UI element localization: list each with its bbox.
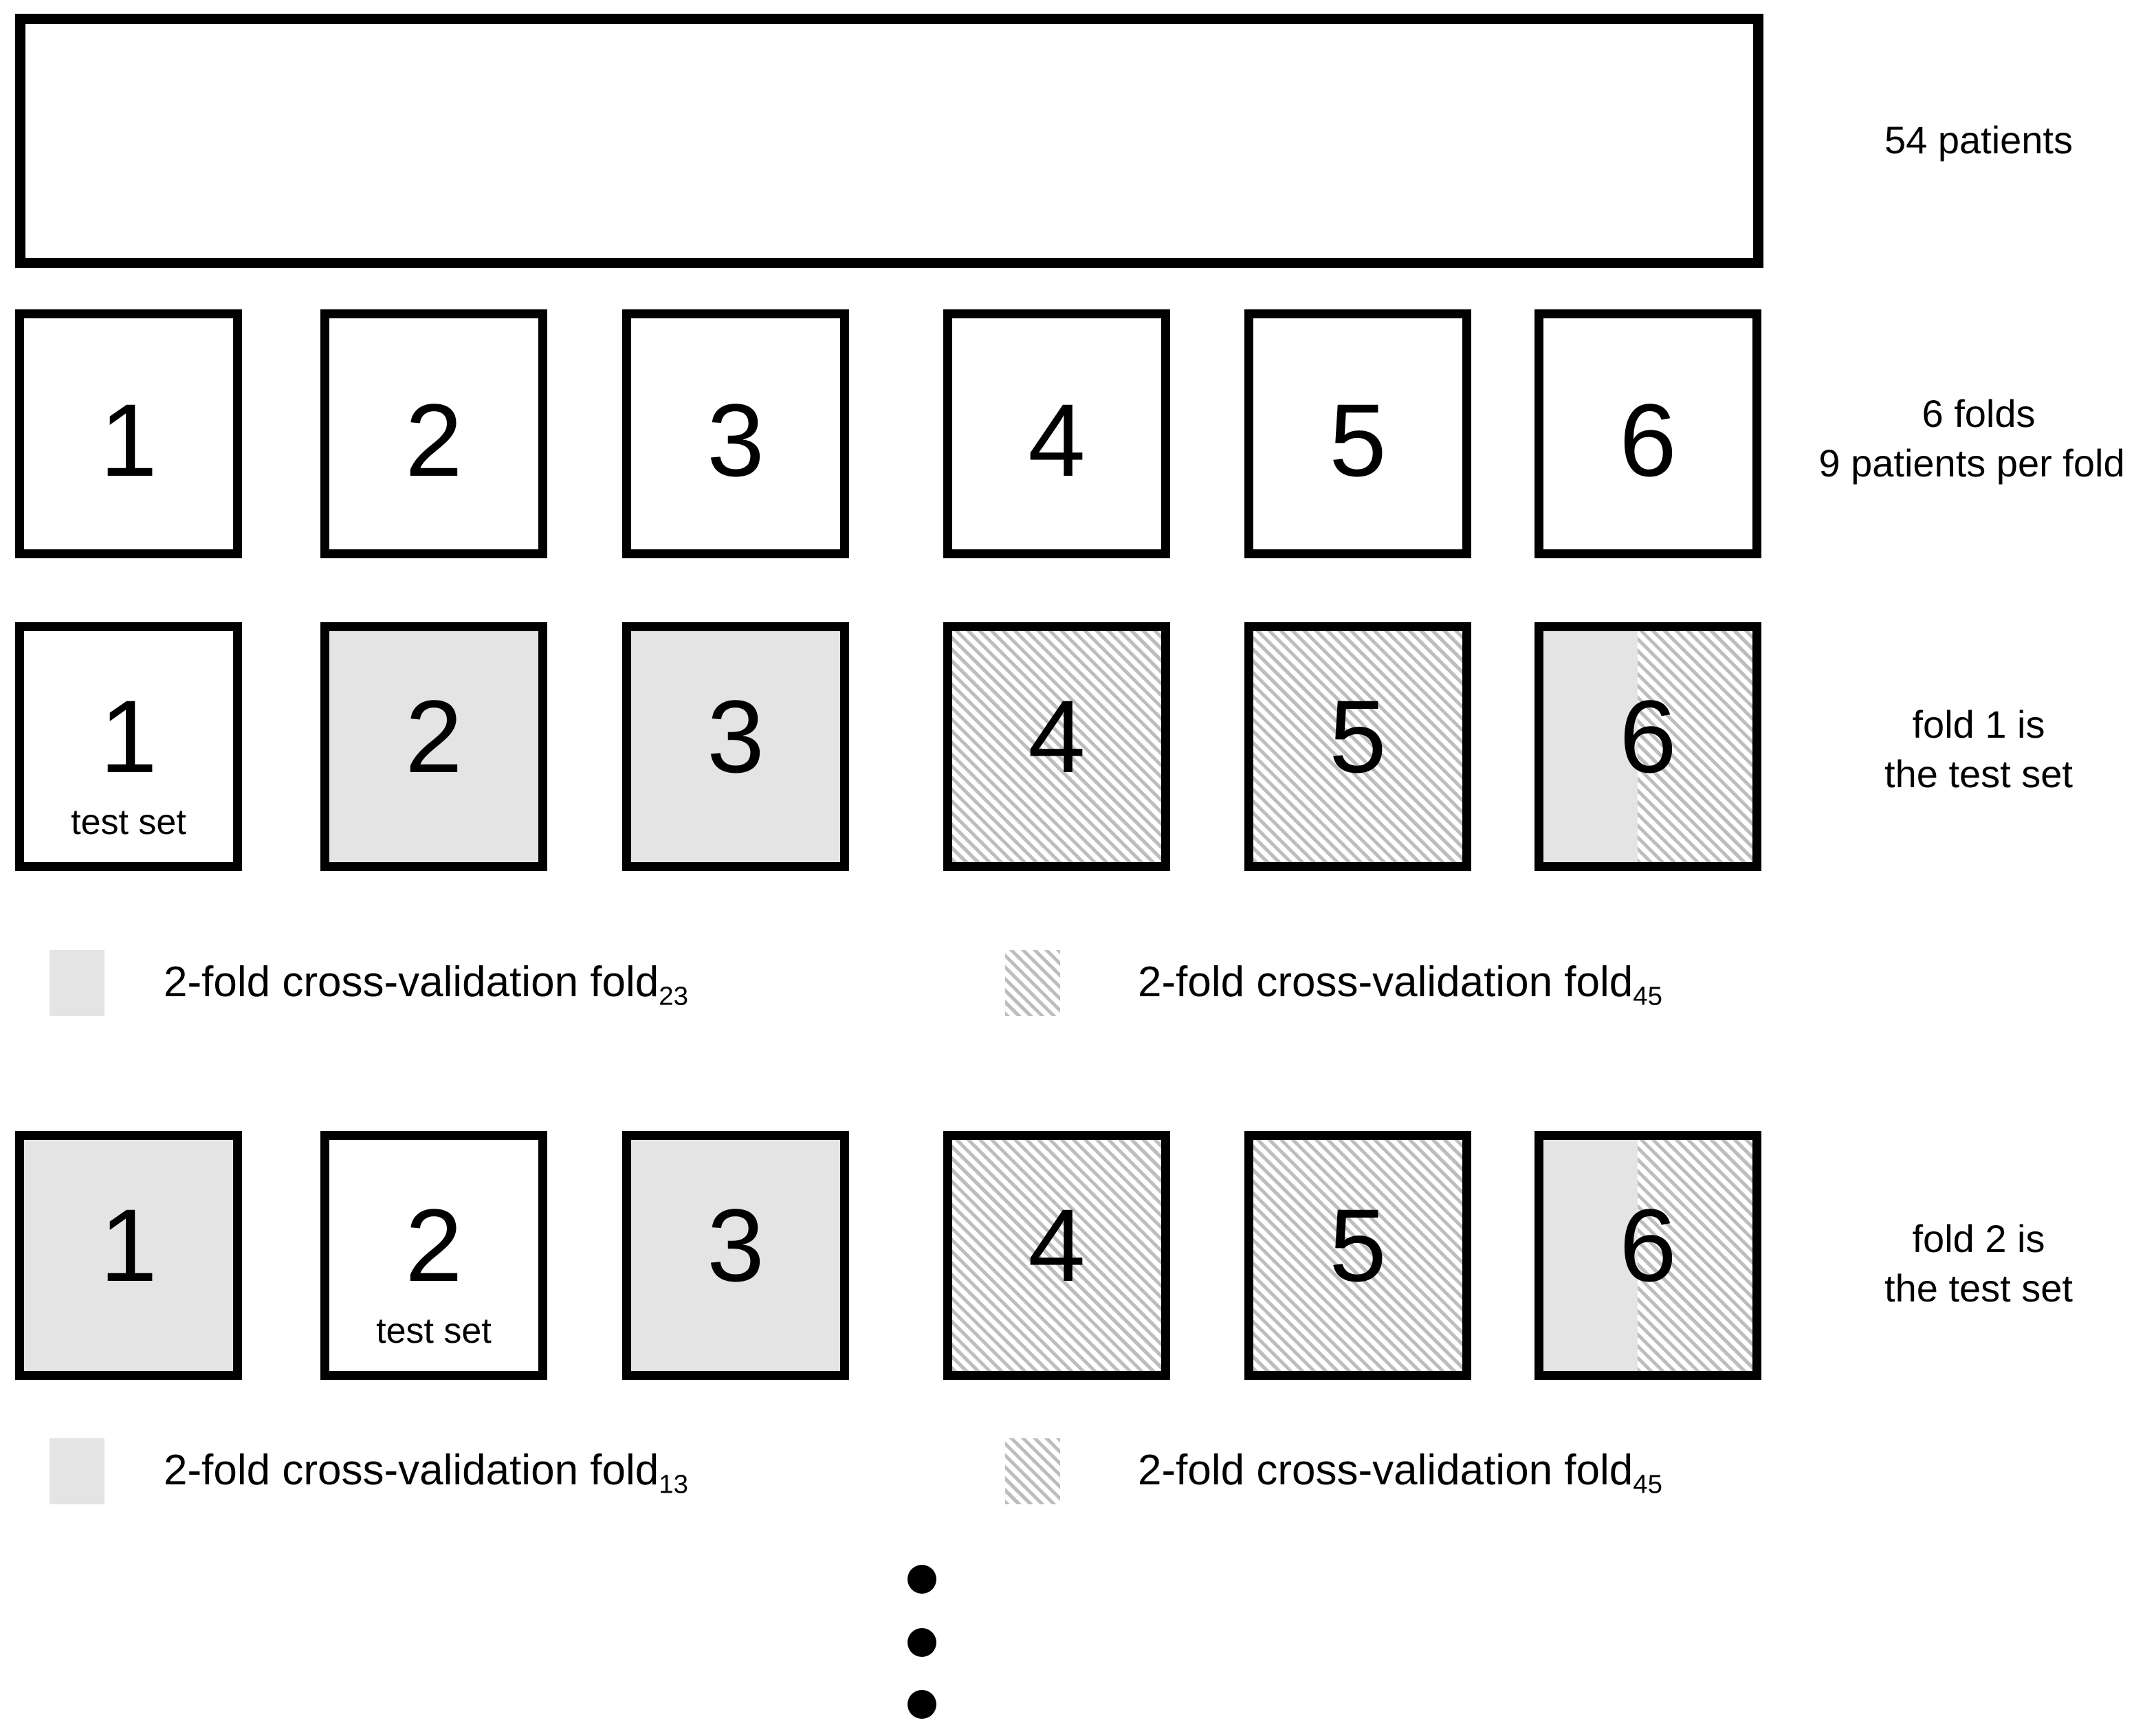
fold-box-number: 6 [1619, 1187, 1677, 1303]
legend2-hatch-swatch [1005, 1438, 1060, 1504]
test-set-sublabel: test set [376, 1311, 492, 1351]
iter1-box-2: 2 [320, 622, 547, 871]
legend-text-main: 2-fold cross-validation fold [164, 1447, 659, 1494]
iter2-box-5: 5 [1244, 1131, 1471, 1380]
legend1-gray-swatch [50, 950, 104, 1016]
fold-box-row1-3: 3 [622, 309, 849, 558]
iter1-box-3: 3 [622, 622, 849, 871]
iteration1-label-line1: fold 1 is [1912, 703, 2045, 746]
fold-box-row1-5: 5 [1244, 309, 1471, 558]
iter2-box-4: 4 [943, 1131, 1170, 1380]
iter1-box-6: 6 [1534, 622, 1761, 871]
iter2-box-1: 1 [15, 1131, 242, 1380]
continuation-dot-1 [908, 1565, 936, 1594]
iter2-box-2: 2 test set [320, 1131, 547, 1380]
fold-box-number: 3 [707, 382, 764, 498]
legend-subscript: 13 [659, 1469, 688, 1499]
fold-box-number: 5 [1329, 382, 1387, 498]
fold-box-number: 2 [405, 1187, 463, 1303]
fold-box-row1-6: 6 [1534, 309, 1761, 558]
iteration1-label-line2: the test set [1884, 752, 2073, 795]
folds-row-label-line2: 9 patients per fold [1818, 441, 2125, 485]
legend2-hatch-text: 2-fold cross-validation fold45 [1138, 1449, 1662, 1498]
fold-box-number: 1 [100, 1187, 157, 1303]
continuation-dot-2 [908, 1628, 936, 1657]
fold-box-number: 4 [1028, 679, 1086, 794]
fold-box-number: 2 [405, 382, 463, 498]
iter2-box-6: 6 [1534, 1131, 1761, 1380]
test-set-sublabel: test set [71, 802, 186, 842]
cohort-label: 54 patients [1884, 118, 2073, 162]
fold-box-number: 3 [707, 1187, 764, 1303]
legend-text-main: 2-fold cross-validation fold [1138, 958, 1634, 1006]
fold-box-number: 6 [1619, 679, 1677, 794]
fold-box-number: 3 [707, 679, 764, 794]
legend-text-main: 2-fold cross-validation fold [1138, 1447, 1634, 1494]
cohort-rectangle [15, 14, 1763, 268]
fold-box-number: 1 [100, 382, 157, 498]
legend-subscript: 45 [1633, 1469, 1662, 1499]
legend1-gray-text: 2-fold cross-validation fold23 [164, 961, 688, 1010]
fold-box-row1-4: 4 [943, 309, 1170, 558]
fold-box-number: 4 [1028, 1187, 1086, 1303]
fold-box-number: 1 [100, 679, 157, 794]
legend2-gray-swatch [50, 1438, 104, 1504]
legend-text-main: 2-fold cross-validation fold [164, 958, 659, 1006]
iter1-box-5: 5 [1244, 622, 1471, 871]
fold-box-number: 5 [1329, 679, 1387, 794]
fold-box-row1-2: 2 [320, 309, 547, 558]
iter1-box-1: 1 test set [15, 622, 242, 871]
legend1-hatch-text: 2-fold cross-validation fold45 [1138, 961, 1662, 1010]
legend2-gray-text: 2-fold cross-validation fold13 [164, 1449, 688, 1498]
iteration2-label-line1: fold 2 is [1912, 1217, 2045, 1260]
fold-box-number: 5 [1329, 1187, 1387, 1303]
legend-subscript: 45 [1633, 981, 1662, 1011]
fold-box-number: 2 [405, 679, 463, 794]
iteration2-label-line2: the test set [1884, 1266, 2073, 1310]
fold-box-number: 6 [1619, 382, 1677, 498]
fold-box-row1-1: 1 [15, 309, 242, 558]
legend-subscript: 23 [659, 981, 688, 1011]
iter2-box-3: 3 [622, 1131, 849, 1380]
legend1-hatch-swatch [1005, 950, 1060, 1016]
fold-box-number: 4 [1028, 382, 1086, 498]
iter1-box-4: 4 [943, 622, 1170, 871]
continuation-dot-3 [908, 1690, 936, 1719]
folds-row-label-line1: 6 folds [1922, 392, 2036, 435]
